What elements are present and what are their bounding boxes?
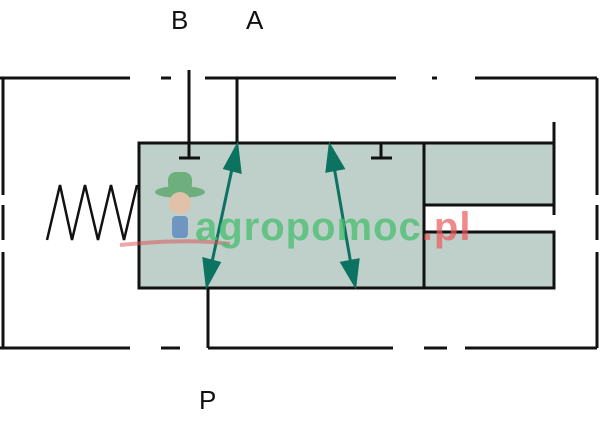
port-b-label: B [171, 5, 189, 35]
farmer-logo-icon [155, 172, 205, 238]
watermark-suffix: .pl [421, 205, 472, 249]
port-a-label: A [246, 5, 264, 35]
logo-swoosh [119, 239, 231, 247]
flow-arrow-internal [330, 154, 355, 277]
arrow-head [202, 256, 222, 290]
blocked-port-symbol [371, 143, 392, 160]
pilot-lines [0, 76, 599, 350]
arrow-head [325, 141, 346, 173]
flow-arrow-p-a [207, 154, 237, 277]
valve-position-box [137, 141, 426, 290]
arrow-head [222, 141, 242, 175]
flow-arrows [202, 141, 360, 290]
watermark-main: agropomoc [195, 205, 422, 249]
actuator-lower [422, 230, 556, 290]
port-p-label: P [199, 385, 217, 415]
arrow-head [339, 258, 360, 290]
watermark: agropomoc.pl [195, 205, 471, 250]
actuator-upper [422, 141, 556, 207]
port-b-blocked [179, 70, 200, 160]
spring-icon [45, 184, 139, 241]
